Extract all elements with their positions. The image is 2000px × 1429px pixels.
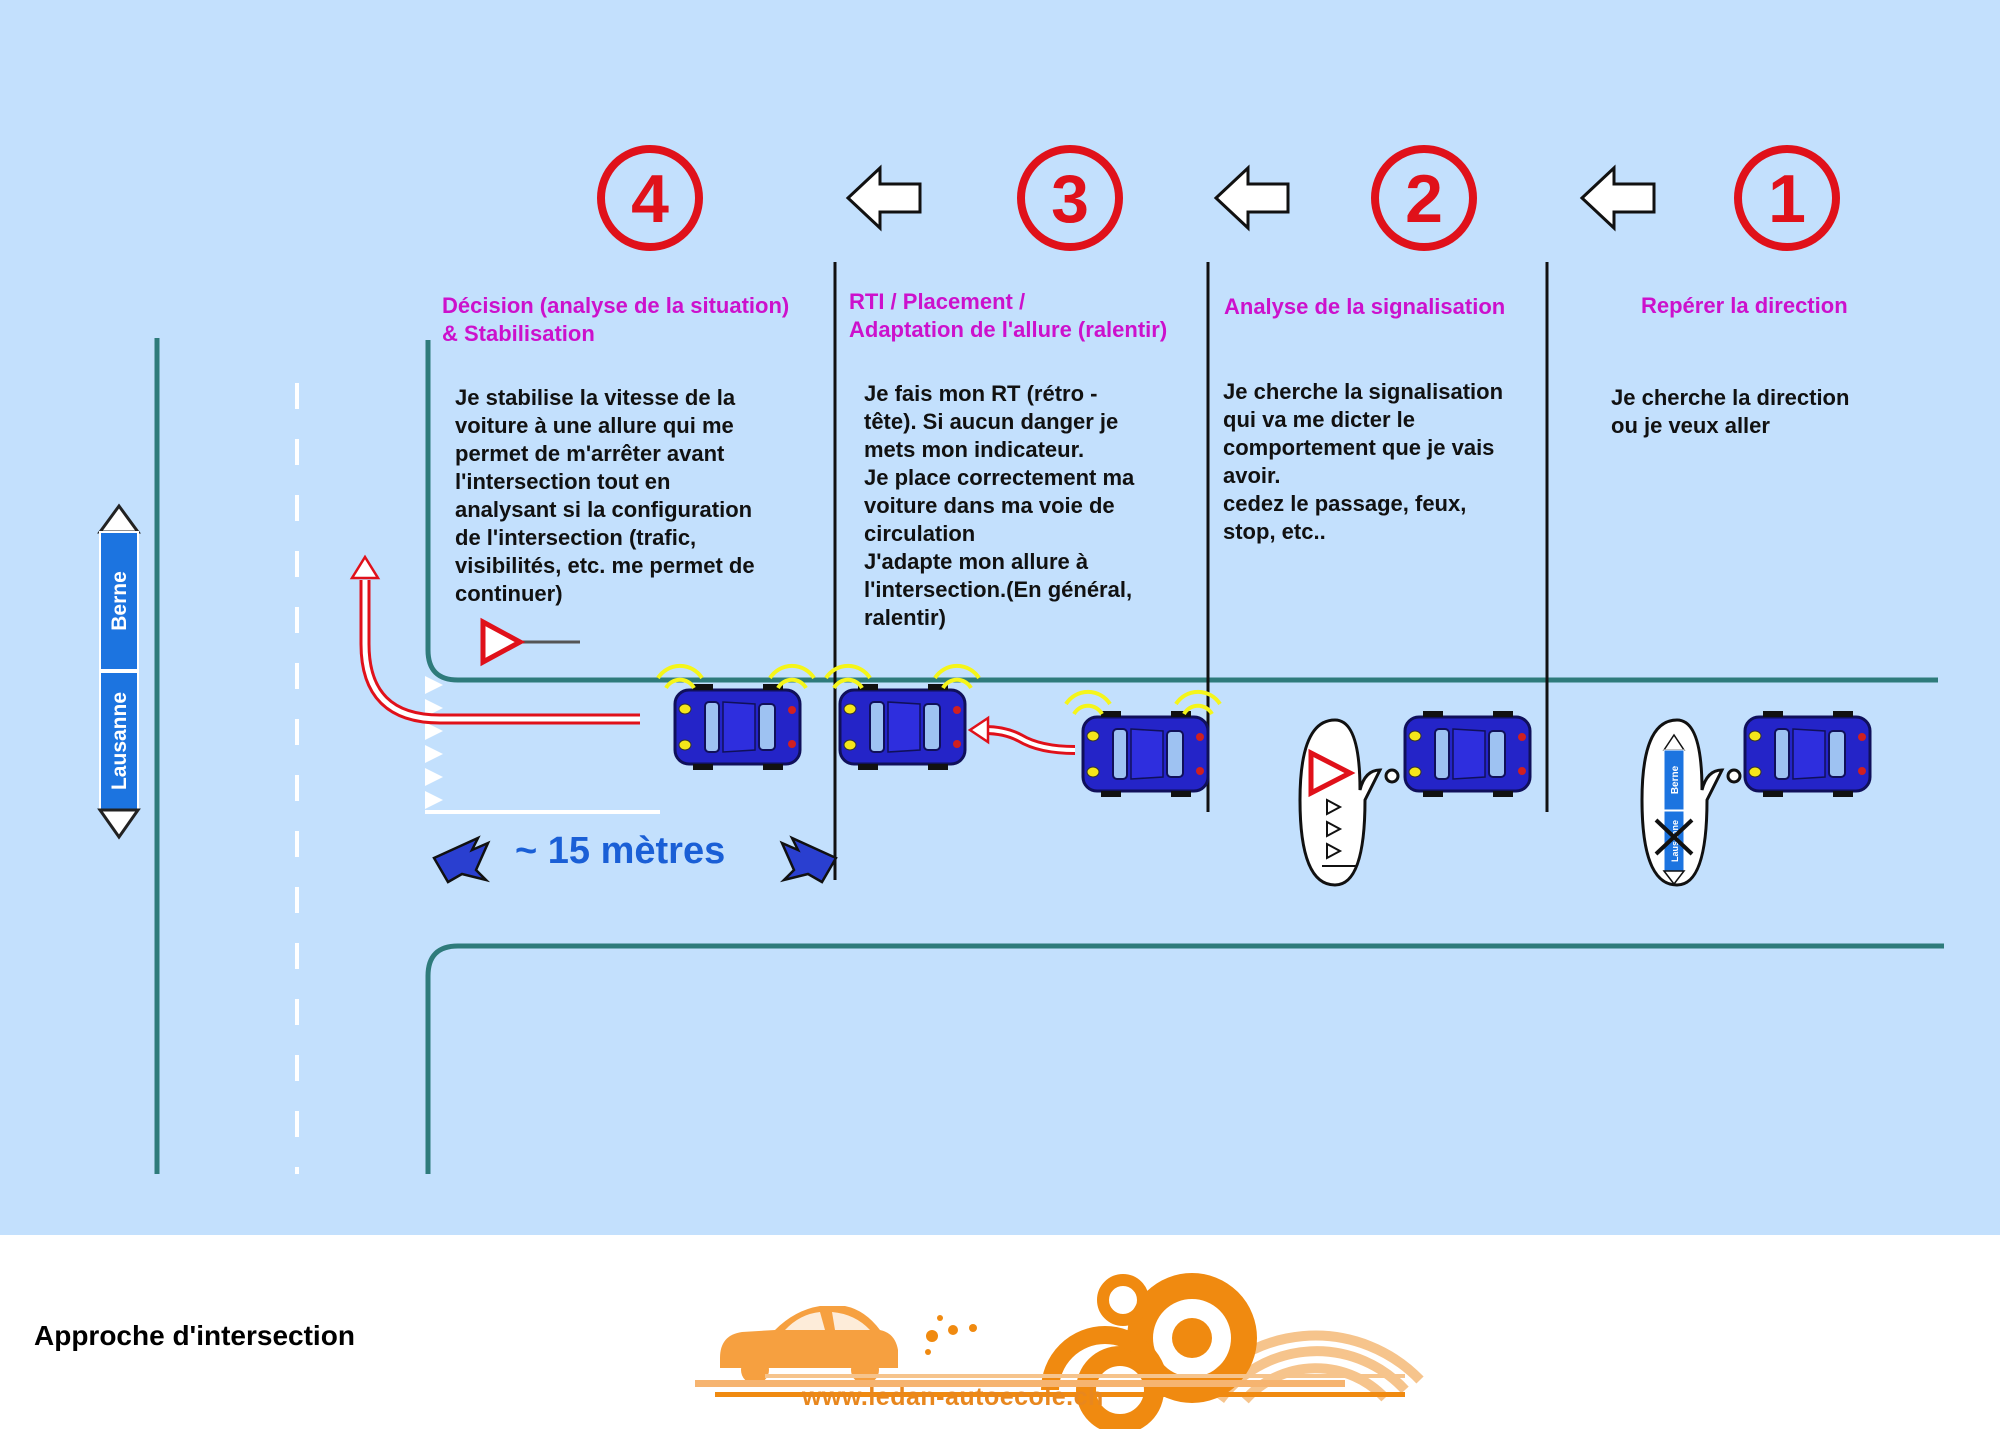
description-line: Je cherche la direction bbox=[1611, 385, 1850, 410]
step-number-1: 1 bbox=[1768, 161, 1806, 237]
step-title-line: Analyse de la signalisation bbox=[1224, 294, 1506, 319]
step-title-line: Adaptation de l'allure (ralentir) bbox=[849, 317, 1168, 342]
description-line: analysant si la configuration bbox=[455, 497, 753, 522]
step-title-3: RTI / Placement / Adaptation de l'allure… bbox=[849, 288, 1167, 344]
step-title-1: Repérer la direction bbox=[1641, 292, 1848, 320]
description-line: Je fais mon RT (rétro - bbox=[864, 381, 1098, 406]
description-line: J'adapte mon allure à bbox=[864, 549, 1089, 574]
description-line: voiture dans ma voie de bbox=[864, 493, 1115, 518]
car-icon bbox=[1743, 709, 1872, 799]
step-title-4: Décision (analyse de la situation) & Sta… bbox=[442, 292, 789, 348]
description-line: avoir. bbox=[1223, 463, 1281, 488]
logo-graphic bbox=[695, 1273, 1424, 1429]
description-line: permet de m'arrêter avant bbox=[455, 441, 725, 466]
distance-arrow-left-icon bbox=[432, 835, 491, 884]
step-title-2: Analyse de la signalisation bbox=[1224, 293, 1505, 321]
step-number-2: 2 bbox=[1405, 161, 1443, 237]
arrow-left-icon bbox=[1214, 166, 1290, 230]
direction-sign-icon: Berne Lausanne bbox=[1654, 733, 1694, 886]
description-line: stop, etc.. bbox=[1223, 519, 1326, 544]
step-separators bbox=[833, 262, 1549, 880]
thought-bubble-icon: Berne Lausanne bbox=[1640, 718, 1742, 887]
step-description-2: Je cherche la signalisation qui va me di… bbox=[1223, 378, 1503, 546]
step-title-line: Repérer la direction bbox=[1641, 293, 1848, 318]
sequence-arrows bbox=[846, 166, 1656, 230]
direction-sign-icon: Berne Lausanne bbox=[97, 503, 141, 840]
description-line: voiture à une allure qui me bbox=[455, 413, 734, 438]
description-line: continuer) bbox=[455, 581, 563, 606]
description-line: tête). Si aucun danger je bbox=[864, 409, 1119, 434]
description-line: l'intersection.(En général, bbox=[864, 577, 1133, 602]
lane-change-arrow-icon bbox=[967, 715, 1076, 755]
thought-bubble-icon bbox=[1298, 718, 1400, 887]
step-description-4: Je stabilise la vitesse de la voiture à … bbox=[455, 384, 755, 608]
step-number-3: 3 bbox=[1051, 161, 1089, 237]
step-title-line: & Stabilisation bbox=[442, 321, 595, 346]
description-line: qui va me dicter le bbox=[1223, 407, 1415, 432]
description-line: cedez le passage, feux, bbox=[1223, 491, 1467, 516]
step-number-circles: 4 3 2 1 bbox=[601, 149, 1836, 247]
logo-rings-icon bbox=[1041, 1273, 1424, 1429]
road bbox=[154, 338, 1944, 1174]
footer-title: Approche d'intersection bbox=[34, 1320, 355, 1351]
description-line: circulation bbox=[864, 521, 976, 546]
logo-stripe bbox=[715, 1392, 1405, 1397]
u-turn-arrow-icon bbox=[349, 554, 640, 725]
car-icon bbox=[1403, 709, 1532, 799]
distance-arrow-right-icon bbox=[779, 835, 838, 884]
description-line: visibilités, etc. me permet de bbox=[455, 553, 755, 578]
yield-sign-icon bbox=[480, 617, 580, 667]
car-icon bbox=[1064, 689, 1222, 799]
arrow-left-icon bbox=[1580, 166, 1656, 230]
logo-stripe bbox=[695, 1380, 1345, 1387]
description-line: ralentir) bbox=[864, 605, 946, 630]
description-line: Je stabilise la vitesse de la bbox=[455, 385, 736, 410]
description-line: Je place correctement ma bbox=[864, 465, 1135, 490]
mini-sign-top-label: Berne bbox=[1670, 765, 1681, 794]
description-line: mets mon indicateur. bbox=[864, 437, 1085, 462]
step-number-4: 4 bbox=[631, 161, 669, 237]
description-line: ou je veux aller bbox=[1611, 413, 1770, 438]
description-line: de l'intersection (trafic, bbox=[455, 525, 697, 550]
step-description-1: Je cherche la direction ou je veux aller bbox=[1611, 384, 1849, 440]
direction-sign-bottom-label: Lausanne bbox=[108, 692, 131, 790]
description-line: l'intersection tout en bbox=[455, 469, 671, 494]
logo-ring-center bbox=[1172, 1318, 1212, 1358]
step-description-3: Je fais mon RT (rétro - tête). Si aucun … bbox=[864, 380, 1134, 632]
logo-url: www.ledan-autoecole.ch bbox=[802, 1383, 1104, 1411]
give-way-markings bbox=[425, 676, 443, 809]
direction-sign-top-label: Berne bbox=[108, 571, 131, 631]
logo-stripe bbox=[765, 1374, 1405, 1378]
diagram-scene: Berne Lausanne bbox=[0, 0, 2000, 1235]
arrow-left-icon bbox=[846, 166, 922, 230]
description-line: Je cherche la signalisation bbox=[1223, 379, 1504, 404]
diagram-canvas: Berne Lausanne bbox=[97, 0, 1944, 1174]
step-title-line: Décision (analyse de la situation) bbox=[442, 293, 790, 318]
logo-dots-icon bbox=[925, 1315, 977, 1355]
description-line: comportement que je vais bbox=[1223, 435, 1495, 460]
distance-label: ~ 15 mètres bbox=[515, 830, 726, 872]
step-title-line: RTI / Placement / bbox=[849, 289, 1026, 314]
logo-car-icon bbox=[720, 1306, 898, 1384]
mini-sign-bottom-label: Lausanne bbox=[1670, 820, 1680, 862]
